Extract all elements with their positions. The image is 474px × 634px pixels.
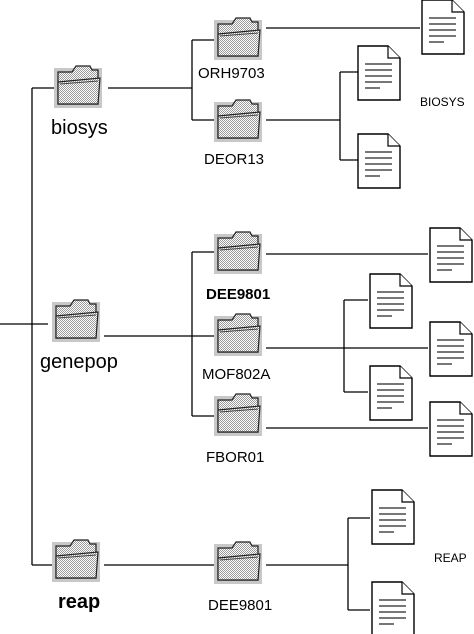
folder-icon (53, 65, 103, 109)
folder-icon (213, 17, 263, 61)
folder-label: FBOR01 (206, 449, 264, 466)
folder-biosys[interactable]: biosys (51, 65, 108, 139)
document-icon[interactable] (369, 273, 413, 329)
folder-label: DEOR13 (204, 151, 264, 168)
document-icon[interactable] (371, 581, 415, 634)
side-label-biosys: BIOSYS (420, 95, 465, 109)
document-icon[interactable] (369, 365, 413, 421)
document-icon[interactable] (421, 0, 465, 55)
folder-icon (213, 541, 263, 585)
folder-mof802a[interactable]: MOF802A (202, 313, 270, 383)
folder-label: ORH9703 (198, 65, 265, 82)
document-icon[interactable] (429, 227, 473, 283)
document-icon[interactable] (371, 489, 415, 545)
document-icon[interactable] (429, 321, 473, 377)
folder-label: DEE9801 (208, 597, 272, 614)
folder-label: MOF802A (202, 366, 270, 383)
folder-icon (213, 393, 263, 437)
folder-icon (51, 539, 101, 583)
document-icon[interactable] (429, 401, 473, 457)
folder-dee9801-genepop[interactable]: DEE9801 (206, 231, 270, 303)
folder-icon (51, 299, 101, 343)
folder-fbor01[interactable]: FBOR01 (206, 393, 264, 466)
folder-deor13[interactable]: DEOR13 (204, 99, 264, 168)
folder-label: biosys (51, 117, 108, 139)
folder-label: genepop (40, 351, 118, 373)
folder-icon (213, 99, 263, 143)
folder-dee9801-reap[interactable]: DEE9801 (208, 541, 272, 614)
document-icon[interactable] (357, 133, 401, 189)
folder-orh9703[interactable]: ORH9703 (198, 17, 265, 82)
folder-icon (213, 231, 263, 275)
side-label-reap: REAP (434, 551, 467, 565)
document-icon[interactable] (357, 45, 401, 101)
folder-reap[interactable]: reap (51, 539, 101, 613)
folder-label: DEE9801 (206, 286, 270, 303)
folder-genepop[interactable]: genepop (40, 299, 118, 373)
tree-connectors (0, 27, 428, 611)
folder-label: reap (58, 591, 100, 613)
folder-icon (213, 313, 263, 357)
